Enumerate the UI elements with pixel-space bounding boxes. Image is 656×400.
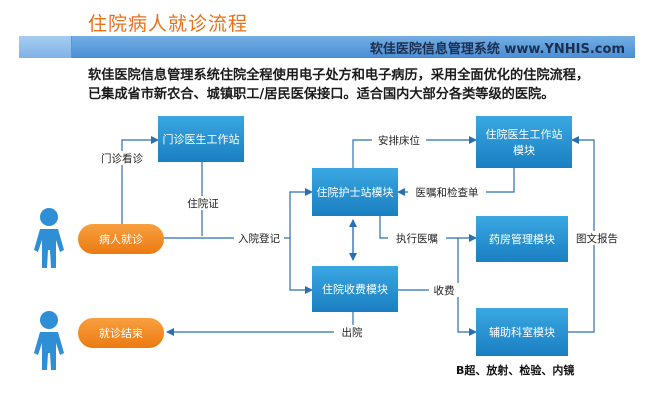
person-icon	[34, 208, 64, 268]
label-execute-orders: 执行医嘱	[396, 232, 438, 245]
svg-text:门诊医生工作站: 门诊医生工作站	[163, 132, 240, 146]
svg-text:住院护士站模块: 住院护士站模块	[317, 185, 394, 199]
node-end: 就诊结束	[78, 318, 164, 348]
svg-text:就诊结束: 就诊结束	[99, 326, 143, 340]
node-outpatient: 门诊医生工作站	[158, 116, 244, 162]
node-doctor-ws: 住院医生工作站 模块	[476, 116, 572, 168]
svg-text:辅助科室模块: 辅助科室模块	[489, 325, 555, 339]
node-aux: 辅助科室模块	[476, 308, 568, 356]
label-outpatient-visit: 门诊看诊	[101, 152, 143, 165]
svg-text:住院医生工作站: 住院医生工作站	[486, 127, 563, 141]
label-orders-checks: 医嘱和检查单	[416, 186, 479, 199]
banner-tab	[19, 36, 72, 58]
svg-text:住院收费模块: 住院收费模块	[322, 282, 388, 296]
label-admission-reg: 入院登记	[238, 232, 280, 245]
intro-text: 软佳医院信息管理系统住院全程使用电子处方和电子病历，采用全面优化的住院流程， 已…	[88, 66, 628, 104]
label-report: 图文报告	[576, 232, 618, 245]
aux-note: B超、放射、检验、内镜	[456, 363, 574, 377]
node-pharmacy: 药房管理模块	[476, 216, 568, 262]
label-discharge: 出院	[342, 326, 363, 339]
label-billing: 收费	[434, 284, 455, 297]
label-bed: 安排床位	[378, 134, 420, 147]
svg-text:病人就诊: 病人就诊	[99, 232, 143, 246]
svg-text:药房管理模块: 药房管理模块	[489, 232, 555, 246]
intro-line-1: 软佳医院信息管理系统住院全程使用电子处方和电子病历，采用全面优化的住院流程，	[88, 68, 590, 83]
node-visit: 病人就诊	[78, 224, 164, 254]
intro-line-2: 已集成省市新农合、城镇职工/居民医保接口。适合国内大部分各类等级的医院。	[88, 87, 555, 102]
svg-text:模块: 模块	[513, 144, 535, 157]
person-icon	[34, 311, 64, 370]
banner-text: 软佳医院信息管理系统 www.YNHIS.com	[369, 42, 625, 57]
node-nurse: 住院护士站模块	[312, 168, 398, 216]
label-admission-cert: 住院证	[187, 197, 219, 210]
node-billing: 住院收费模块	[312, 266, 398, 312]
banner: 软佳医院信息管理系统 www.YNHIS.com	[19, 36, 635, 58]
page-title: 住院病人就诊流程	[88, 13, 249, 35]
